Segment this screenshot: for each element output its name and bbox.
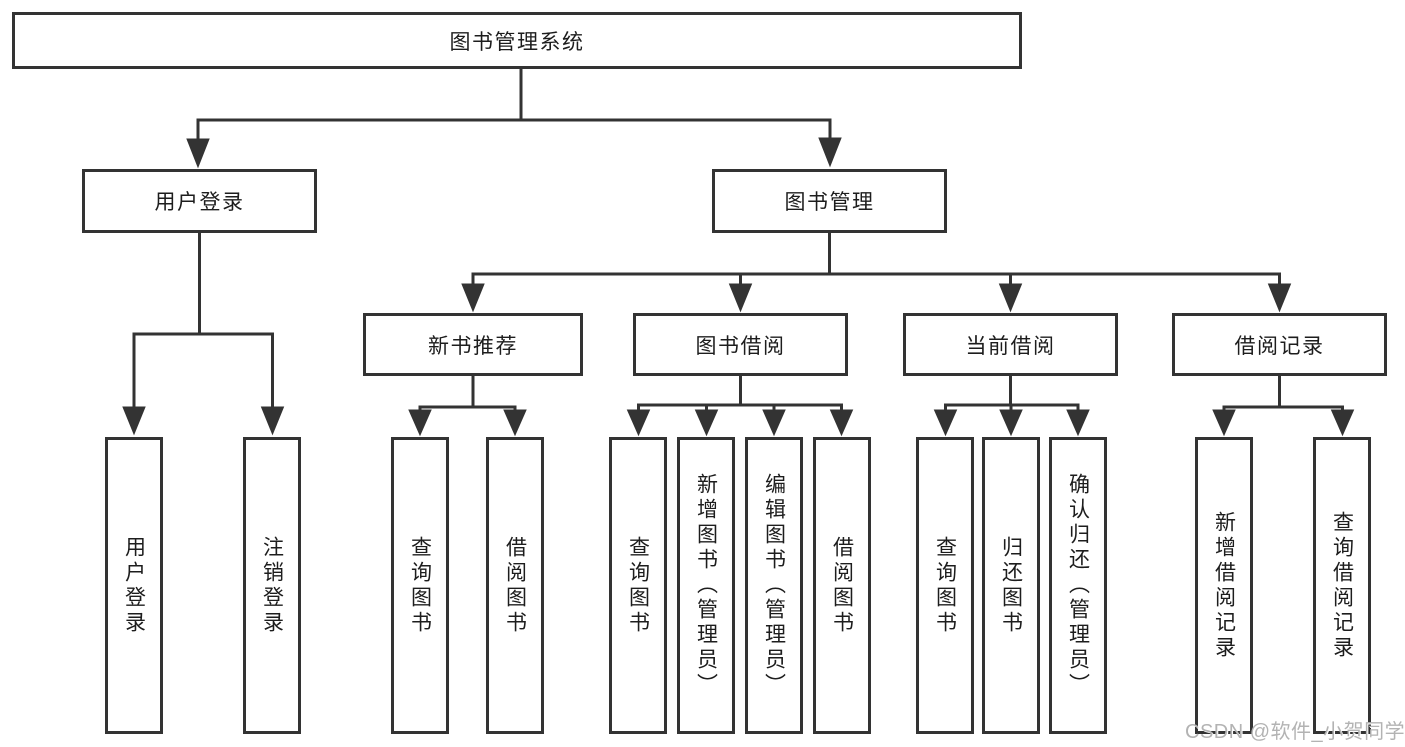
csdn-watermark: CSDN @软件_小贺同学: [1185, 721, 1405, 743]
connector-user-login-branch: [122, 232, 285, 436]
node-borrow-records: 借阅记录: [1172, 313, 1387, 376]
leaf-logout: 注销登录: [243, 437, 301, 734]
leaf-query-books-borrow: 查询图书: [609, 437, 667, 734]
connector-new-books-branch: [408, 376, 527, 437]
node-book-borrow: 图书借阅: [633, 313, 848, 376]
node-new-book-recommend: 新书推荐: [363, 313, 583, 376]
connector-book-borrow-branch: [626, 376, 854, 437]
node-library-management-system: 图书管理系统: [12, 12, 1022, 69]
connector-borrow-records-branch: [1212, 376, 1355, 437]
node-current-borrow: 当前借阅: [903, 313, 1118, 376]
connector-root-to-level2: [186, 68, 842, 169]
leaf-query-books-recommend: 查询图书: [391, 437, 449, 734]
leaf-borrow-books: 借阅图书: [813, 437, 871, 734]
leaf-edit-books-admin: 编辑图书（管理员）: [745, 437, 803, 734]
leaf-user-login: 用户登录: [105, 437, 163, 734]
connector-current-borrow-branch: [933, 376, 1090, 437]
leaf-add-borrow-record: 新增借阅记录: [1195, 437, 1253, 734]
node-book-management: 图书管理: [712, 169, 947, 233]
leaf-confirm-return-admin: 确认归还（管理员）: [1049, 437, 1107, 734]
leaf-add-books-admin: 新增图书（管理员）: [677, 437, 735, 734]
leaf-borrow-books-recommend: 借阅图书: [486, 437, 544, 734]
connector-book-mgmt-to-level3: [461, 233, 1292, 313]
node-user-login: 用户登录: [82, 169, 317, 233]
leaf-query-borrow-record: 查询借阅记录: [1313, 437, 1371, 734]
leaf-query-books-current: 查询图书: [916, 437, 974, 734]
leaf-return-books: 归还图书: [982, 437, 1040, 734]
